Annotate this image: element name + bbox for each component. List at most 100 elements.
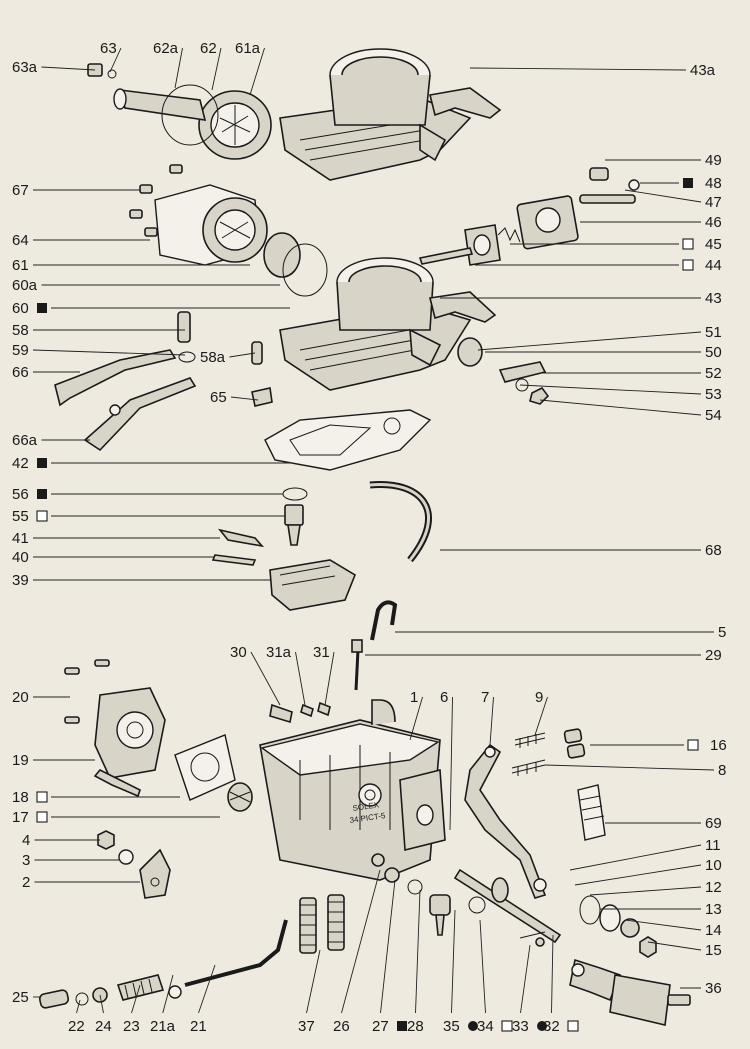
callout-leader [230,396,259,401]
callout-marker-open [567,1020,579,1032]
callout-label: 66a [12,432,38,449]
callout-label: 54 [705,407,722,424]
callout-label: 21 [190,1018,207,1035]
callout-marker-filled [397,1021,407,1031]
callout-label: 68 [705,542,722,559]
callout-leader [250,651,281,706]
callout-label: 52 [705,365,722,382]
callout-leader [162,974,174,1014]
callout-21: 21 [190,964,216,1035]
callout-leader [451,909,456,1014]
callout-leader [99,994,104,1014]
callout-label: 63 [100,40,117,57]
callout-59: 59 [12,342,186,359]
callout-20: 20 [12,689,70,706]
callout-leader [109,47,122,73]
callout-label: 39 [12,572,29,589]
callout-leader [534,696,548,736]
callout-marker-open [36,791,48,803]
callout-leader [589,886,702,896]
callout-label: 45 [705,236,722,253]
callout-marker-filled-circle [537,1021,547,1031]
callout-label: 60a [12,277,38,294]
callout-29: 29 [365,647,722,664]
jets-30-31 [269,701,331,724]
flange-gasket-42 [264,409,432,471]
callout-leader [32,349,186,356]
callout-label: 25 [12,989,29,1006]
callout-leader [131,984,141,1014]
callout-label: 34 [477,1018,494,1035]
callout-leader [479,919,486,1014]
callout-label: 60 [12,300,29,317]
callout-label: 42 [12,455,29,472]
callout-label: 55 [12,508,29,525]
callout-58: 58 [12,322,185,339]
callout-label: 32 [543,1018,560,1035]
callout-54: 54 [539,399,722,424]
callout-24: 24 [95,994,112,1035]
accelerator-pump-parts [418,167,640,405]
callout-leader [544,764,715,771]
callout-label: 13 [705,901,722,918]
callout-15: 15 [647,941,722,959]
callout-label: 40 [12,549,29,566]
callout-21a: 21a [150,974,176,1035]
callout-34: 34 [477,919,513,1035]
callout-marker-open [36,510,48,522]
choke-cover-61a [113,88,272,160]
callout-66a: 66a [12,432,90,449]
callout-label: 26 [333,1018,350,1035]
callout-leader [409,696,423,741]
callout-49: 49 [605,152,722,169]
callout-19: 19 [12,752,95,769]
callout-label: 18 [12,789,29,806]
carburetor-top-43 [177,257,497,391]
callout-label: 4 [22,832,30,849]
callout-4: 4 [22,832,100,849]
callout-label: 3 [22,852,30,869]
callout-52: 52 [540,365,722,382]
callout-label: 49 [705,152,722,169]
callout-27: 27 [372,879,407,1035]
callout-48: 48 [640,175,722,192]
callout-label: 56 [12,486,29,503]
callout-label: 58a [200,349,226,366]
callout-marker-open [501,1020,513,1032]
callout-label: 61a [235,40,261,57]
callout-leader [174,47,183,89]
callout-37: 37 [298,949,321,1035]
callout-31: 31 [313,644,335,706]
callout-leader [539,399,702,416]
callout-label: 31 [313,644,330,661]
callout-leader [469,67,687,71]
callout-51: 51 [477,324,722,351]
upper-housing-43a [279,48,502,181]
pump-rod-21 [38,919,288,1009]
callout-marker-open [682,259,694,271]
callout-label: 43a [690,62,716,79]
callout-label: 62a [153,40,179,57]
callout-leader [229,352,256,358]
callout-label: 36 [705,980,722,997]
callout-65: 65 [210,389,259,406]
callout-label: 37 [298,1018,315,1035]
callout-label: 35 [443,1018,460,1035]
callout-67: 67 [12,182,140,199]
callout-label: 30 [230,644,247,661]
callout-10: 10 [574,857,722,886]
callout-6: 6 [440,689,453,831]
callout-17: 17 [12,809,220,826]
callout-35: 35 [443,909,478,1035]
callout-61a: 61a [235,40,265,96]
callout-label: 11 [705,837,721,854]
callout-label: 27 [372,1018,389,1035]
callout-label: 65 [210,389,227,406]
callout-leader [306,949,321,1014]
callout-label: 15 [705,942,722,959]
callout-label: 12 [705,879,722,896]
callout-label: 63a [12,59,38,76]
callout-30: 30 [230,644,281,706]
callout-label: 20 [12,689,29,706]
